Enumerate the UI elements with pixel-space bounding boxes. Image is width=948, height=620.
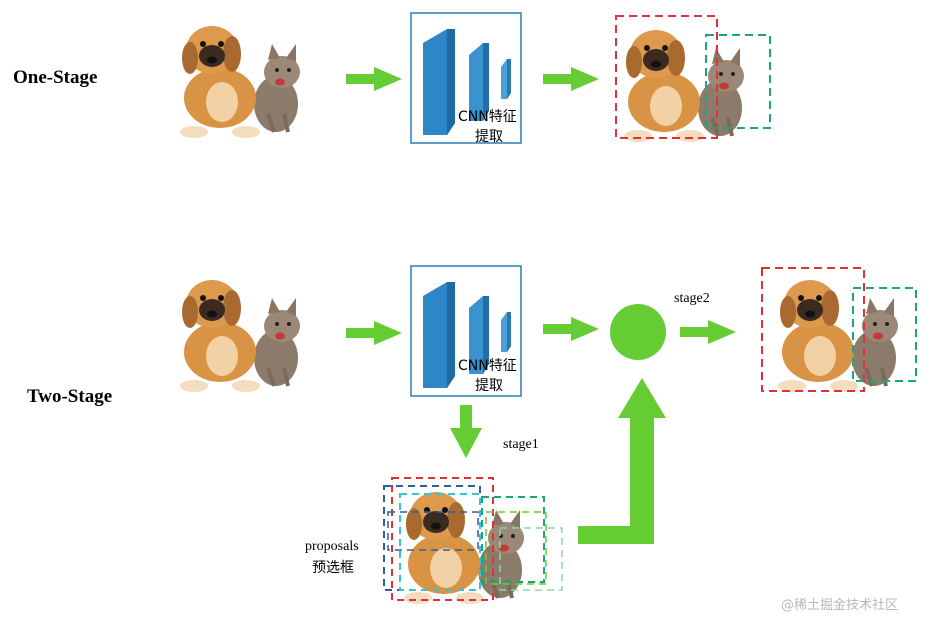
- cnn-label-line1-two-stage: CNN特征: [458, 358, 517, 374]
- arrow-to-cnn-two-stage: [346, 321, 402, 345]
- cnn-network-icon-two-stage: [410, 265, 522, 397]
- dog-bbox-one-stage: [615, 15, 718, 139]
- output-image-two-stage: [776, 278, 900, 394]
- proposal-boxes: [383, 477, 563, 601]
- input-image-one-stage: [178, 24, 302, 140]
- arrow-down-stage1: [450, 405, 482, 458]
- stage2-label: stage2: [674, 291, 710, 306]
- output-image-one-stage: [622, 28, 746, 144]
- input-image-two-stage: [178, 278, 302, 394]
- watermark: @稀土掘金技术社区: [781, 598, 899, 613]
- cnn-label-line1-one-stage: CNN特征: [458, 109, 517, 125]
- fusion-circle-icon: [610, 304, 666, 360]
- cat-bbox-two-stage: [852, 287, 917, 382]
- proposals-label: proposals: [305, 539, 359, 554]
- arrow-to-output-two-stage: [680, 320, 736, 344]
- arrow-proposals-to-fusion: [578, 378, 666, 544]
- stage1-label: stage1: [503, 437, 539, 452]
- proposals-cn-label: 预选框: [312, 560, 354, 576]
- arrow-to-fusion: [543, 317, 599, 341]
- cnn-label-line2-one-stage: 提取: [475, 129, 503, 145]
- two-stage-label: Two-Stage: [27, 386, 113, 407]
- dog-bbox-two-stage: [761, 267, 865, 392]
- cat-bbox-one-stage: [705, 34, 771, 129]
- one-stage-label: One-Stage: [13, 67, 98, 88]
- arrow-to-output-one-stage: [543, 67, 599, 91]
- proposals-image: [402, 490, 526, 606]
- arrow-to-cnn-one-stage: [346, 67, 402, 91]
- cnn-label-line2-two-stage: 提取: [475, 378, 503, 394]
